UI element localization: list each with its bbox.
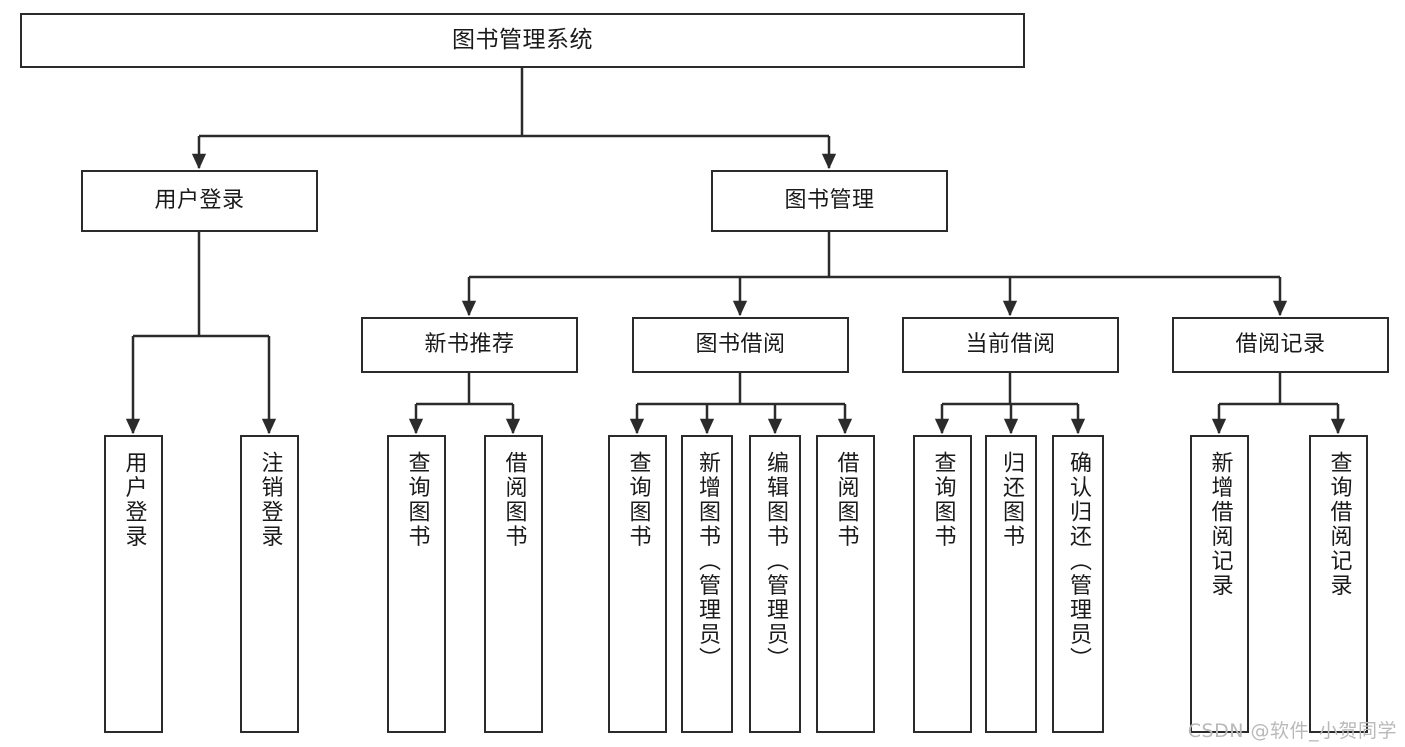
leaf-query-record[interactable]: 查询借阅记录 [1309,435,1368,733]
node-current-borrow[interactable]: 当前借阅 [902,317,1119,373]
node-book-borrow[interactable]: 图书借阅 [632,317,849,373]
leaf-query-book-3[interactable]: 查询图书 [913,435,972,733]
node-new-book-recommend[interactable]: 新书推荐 [361,317,578,373]
leaf-edit-book[interactable]: 编辑图书（管理员） [749,435,801,733]
node-root-label: 图书管理系统 [452,26,593,53]
node-user-login[interactable]: 用户登录 [81,170,318,232]
leaf-borrow-book-1[interactable]: 借阅图书 [484,435,543,733]
node-new-book-recommend-label: 新书推荐 [424,331,515,357]
leaf-query-book-2-label: 查询图书 [625,451,651,549]
leaf-add-book-label: 新增图书（管理员） [694,451,720,672]
node-user-login-label: 用户登录 [154,187,245,213]
leaf-logout-label: 注销登录 [257,451,283,549]
leaf-confirm-return-label: 确认归还（管理员） [1065,451,1091,672]
leaf-query-book-1-label: 查询图书 [404,451,430,549]
leaf-query-book-3-label: 查询图书 [930,451,956,549]
leaf-return-book-label: 归还图书 [998,451,1024,549]
leaf-user-login-label: 用户登录 [121,451,147,549]
leaf-borrow-book-2-label: 借阅图书 [833,451,859,549]
leaf-borrow-book-2[interactable]: 借阅图书 [816,435,875,733]
leaf-query-book-2[interactable]: 查询图书 [608,435,667,733]
leaf-add-record-label: 新增借阅记录 [1207,451,1233,598]
watermark: CSDN @软件_小贺同学 [1187,720,1397,742]
leaf-add-book[interactable]: 新增图书（管理员） [681,435,733,733]
node-root[interactable]: 图书管理系统 [20,13,1025,68]
leaf-query-record-label: 查询借阅记录 [1326,451,1352,598]
node-book-borrow-label: 图书借阅 [695,331,786,357]
node-book-manage[interactable]: 图书管理 [711,170,948,232]
leaf-borrow-book-1-label: 借阅图书 [501,451,527,549]
node-borrow-record-label: 借阅记录 [1235,331,1326,357]
node-borrow-record[interactable]: 借阅记录 [1172,317,1389,373]
leaf-logout[interactable]: 注销登录 [240,435,299,733]
leaf-edit-book-label: 编辑图书（管理员） [762,451,788,672]
leaf-return-book[interactable]: 归还图书 [985,435,1037,733]
node-book-manage-label: 图书管理 [784,187,875,213]
node-current-borrow-label: 当前借阅 [965,331,1056,357]
leaf-user-login[interactable]: 用户登录 [104,435,163,733]
leaf-add-record[interactable]: 新增借阅记录 [1190,435,1249,733]
leaf-query-book-1[interactable]: 查询图书 [387,435,446,733]
leaf-confirm-return[interactable]: 确认归还（管理员） [1052,435,1104,733]
